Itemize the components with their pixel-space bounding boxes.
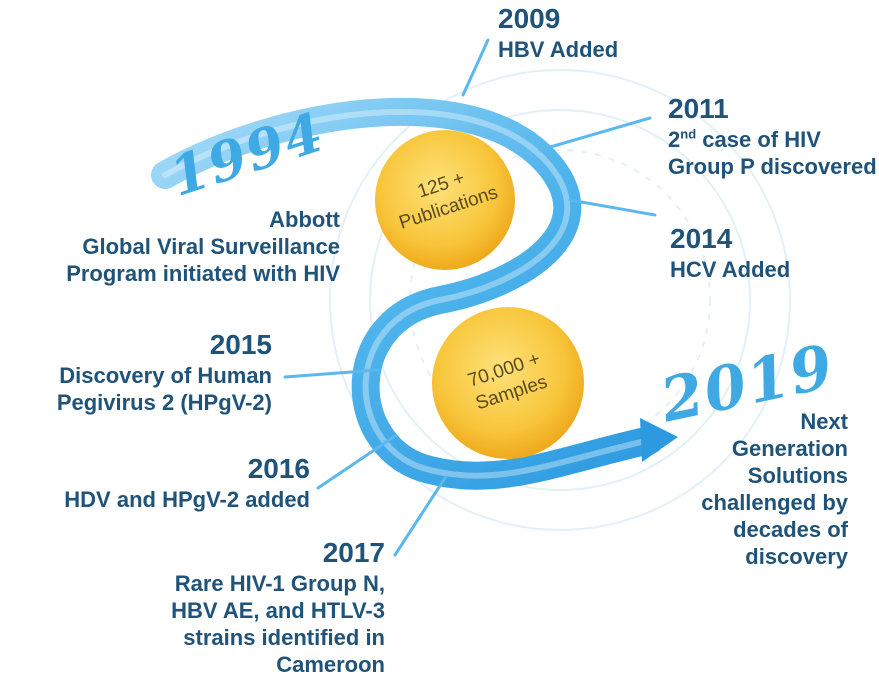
milestone-2014-year: 2014: [670, 223, 733, 254]
end-line-1: Next: [800, 409, 848, 434]
milestone-2015-line-2: Pegivirus 2 (HPgV-2): [56, 390, 272, 415]
milestone-2015-year: 2015: [209, 329, 272, 360]
milestone-2014-line-1: HCV Added: [670, 257, 791, 282]
samples-circle: [432, 307, 584, 459]
milestone-2014: 2014 HCV Added: [670, 222, 870, 283]
milestone-2011: 2011 2nd case of HIV Group P discovered: [668, 92, 878, 180]
start-line-3: Program initiated with HIV: [66, 261, 340, 286]
start-line-1: Abbott: [269, 207, 340, 232]
end-line-3: Solutions: [747, 463, 848, 488]
milestone-2017-line-2: HBV AE, and HTLV-3: [171, 598, 385, 623]
end-description: Next Generation Solutions challenged by …: [640, 408, 848, 570]
milestone-2009-line-1: HBV Added: [498, 37, 619, 62]
milestone-2017-line-4: Cameroon: [276, 652, 385, 677]
start-line-2: Global Viral Surveillance: [82, 234, 340, 259]
milestone-2011-ordinal: 2: [668, 127, 681, 152]
milestone-2016-line-1: HDV and HPgV-2 added: [64, 487, 310, 512]
milestone-2009: 2009 HBV Added: [498, 2, 798, 63]
timeline-arrowhead: [640, 418, 678, 462]
milestone-2016: 2016 HDV and HPgV-2 added: [10, 452, 310, 513]
milestone-2017-year: 2017: [322, 537, 385, 568]
end-line-2: Generation: [731, 436, 848, 461]
milestone-2011-line-2: Group P discovered: [668, 154, 877, 179]
end-line-6: discovery: [745, 544, 848, 569]
milestone-2017: 2017 Rare HIV-1 Group N, HBV AE, and HTL…: [90, 536, 385, 678]
milestone-2017-line-3: strains identified in: [183, 625, 385, 650]
milestone-2011-year: 2011: [668, 93, 729, 124]
milestone-2017-line-1: Rare HIV-1 Group N,: [174, 571, 385, 596]
milestone-connectors: [283, 38, 657, 557]
milestone-2011-line-1: case of HIV: [702, 127, 821, 152]
start-description: Abbott Global Viral Surveillance Program…: [10, 206, 340, 287]
end-line-5: decades of: [733, 517, 848, 542]
timeline-path: [151, 97, 664, 490]
milestone-2015: 2015 Discovery of Human Pegivirus 2 (HPg…: [10, 328, 272, 416]
background-rings: [329, 69, 791, 531]
milestone-2016-year: 2016: [247, 453, 310, 484]
publications-circle: [375, 130, 515, 270]
end-line-4: challenged by: [701, 490, 848, 515]
milestone-2009-year: 2009: [498, 3, 561, 34]
milestone-2011-ordinal-suffix: nd: [680, 126, 697, 142]
milestone-2015-line-1: Discovery of Human: [59, 363, 272, 388]
